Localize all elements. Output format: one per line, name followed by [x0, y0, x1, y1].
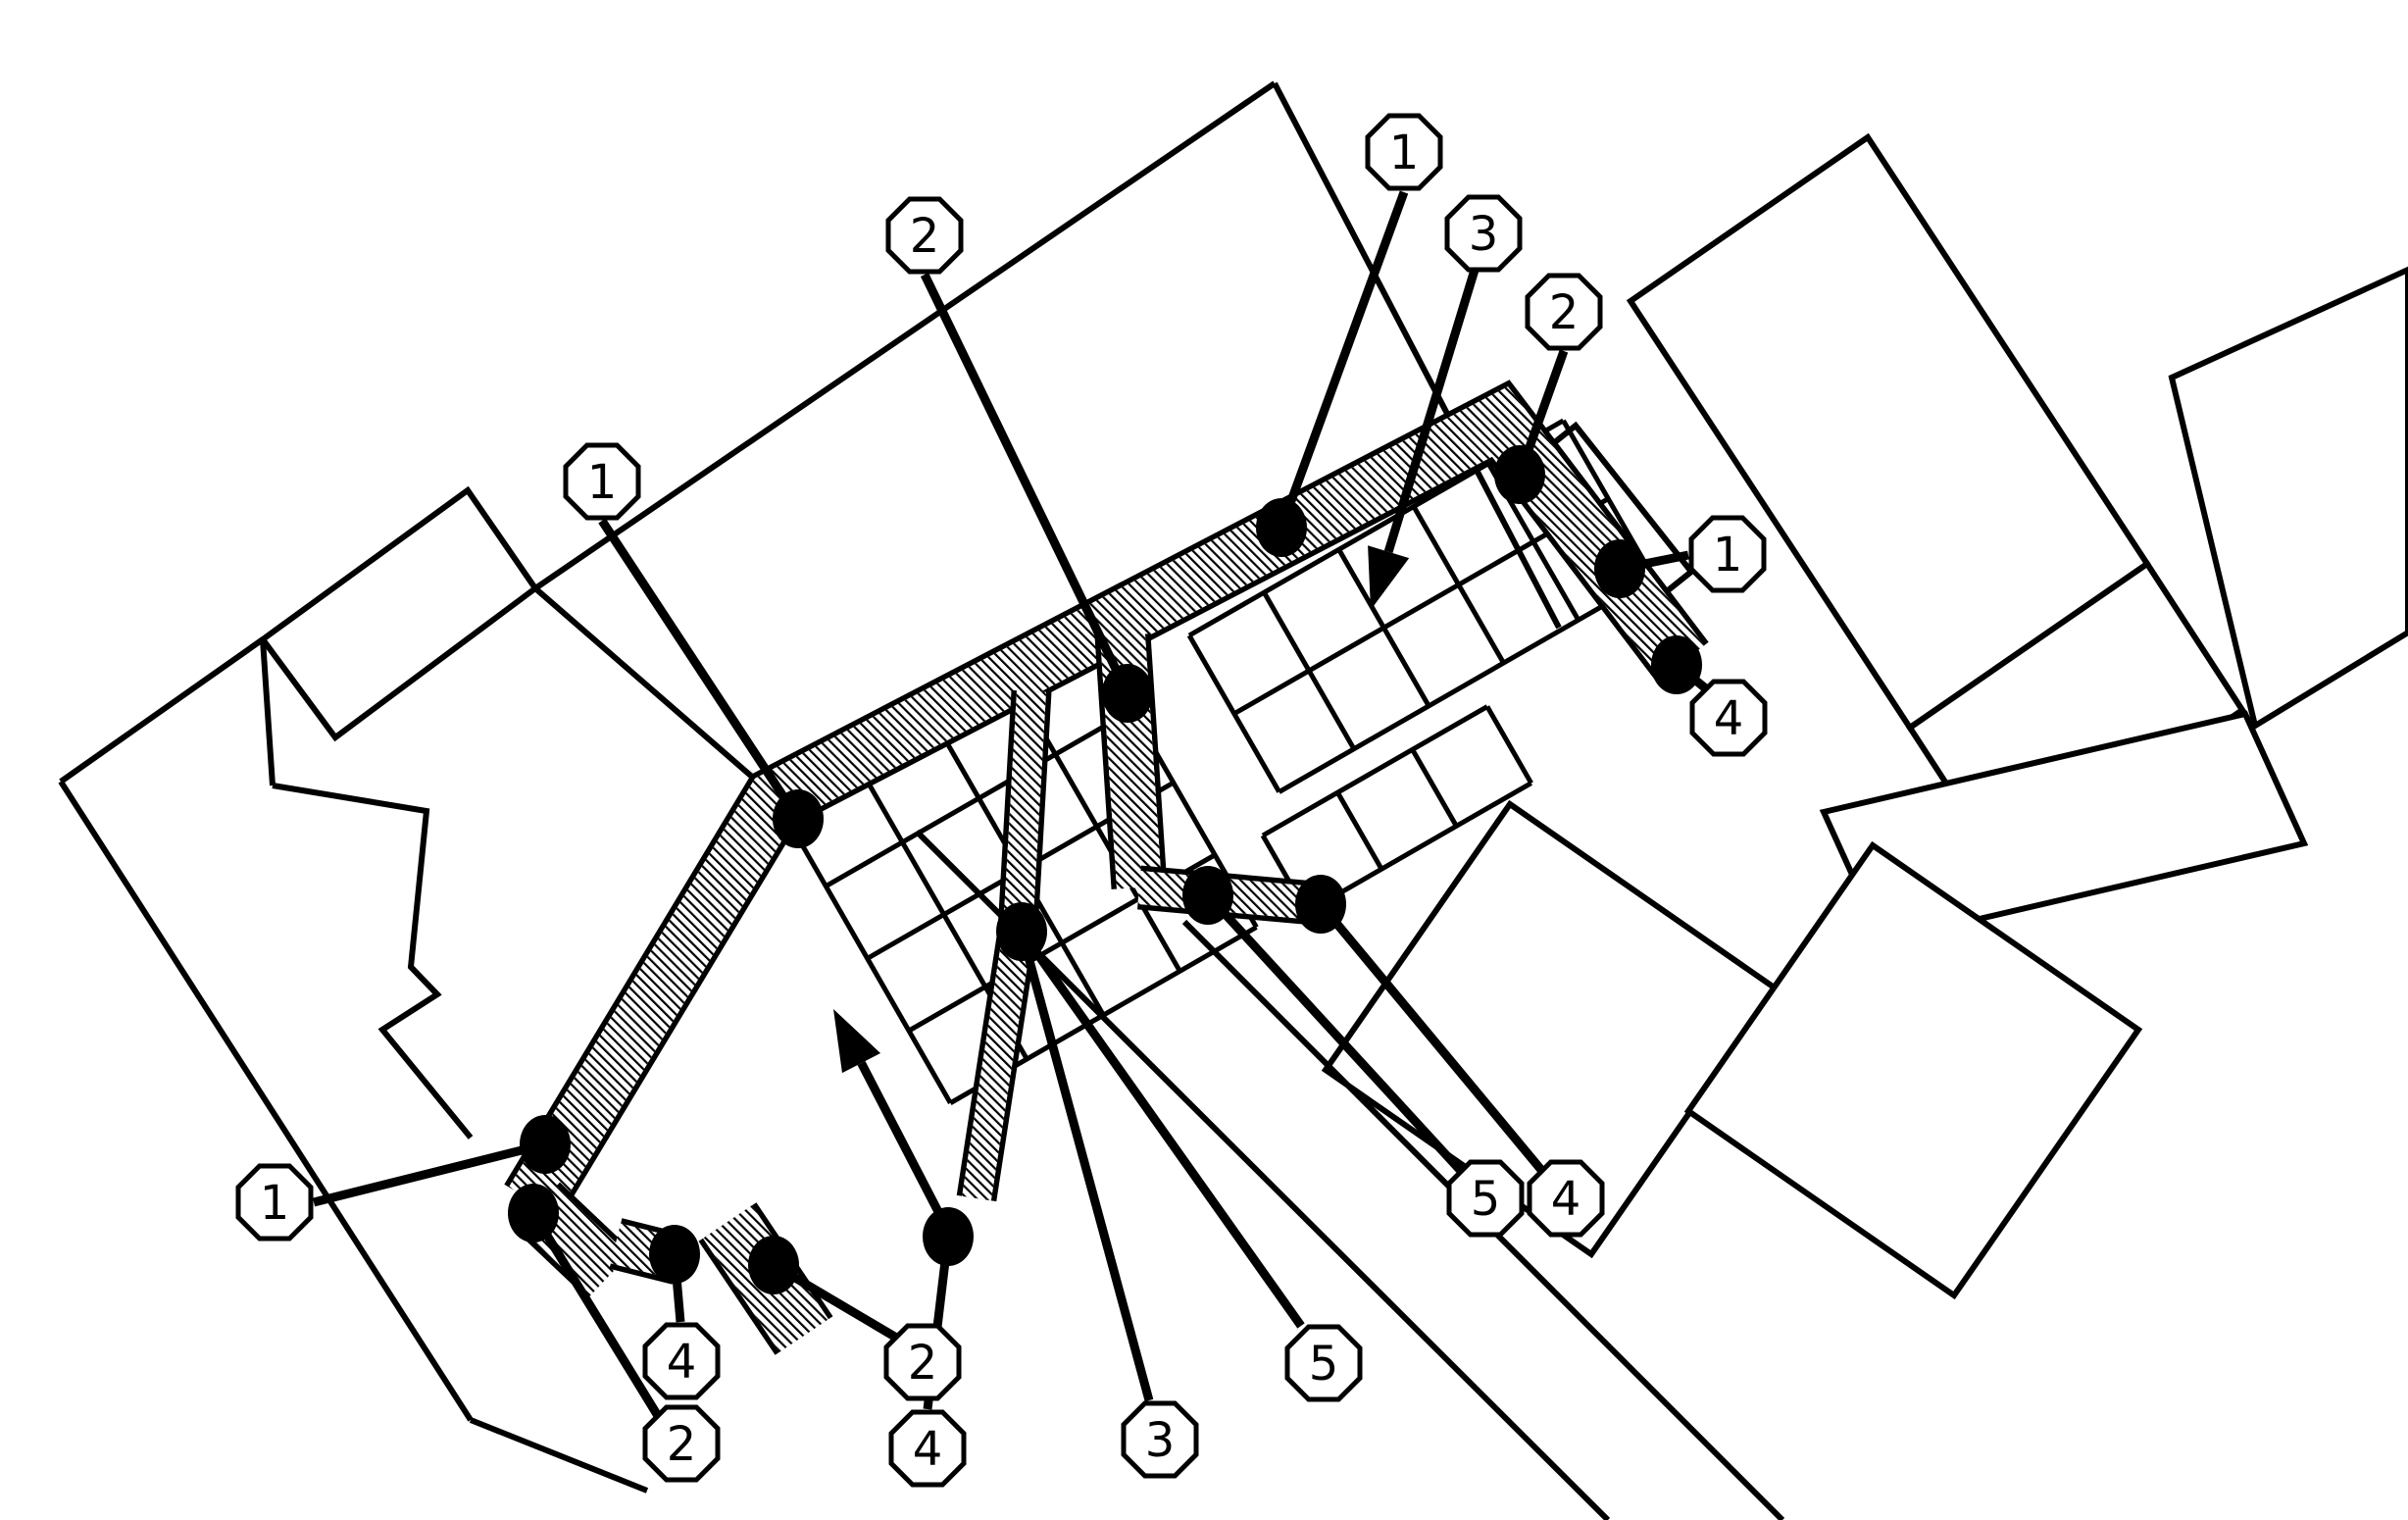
- parcel-boundary-line: [59, 636, 265, 785]
- parcel-boundary-line: [469, 1417, 649, 1494]
- octagon-shape: [563, 442, 641, 521]
- parking-row-line: [1305, 781, 1532, 915]
- octagon-label: 3: [1469, 207, 1499, 262]
- callout-octagon: 5: [1446, 1159, 1525, 1238]
- building-outlines-layer: [58, 80, 2408, 1520]
- octagon-shape: [642, 1322, 721, 1400]
- marker-dot: [508, 1184, 559, 1242]
- octagon-label: 3: [1145, 1413, 1176, 1468]
- octagon-label: 2: [908, 1336, 938, 1391]
- marker-dot: [520, 1115, 571, 1174]
- octagon-shape: [1446, 1159, 1525, 1238]
- octagon-label: 1: [1389, 126, 1420, 180]
- octagon-label: 1: [260, 1176, 290, 1231]
- marker-dot: [1182, 866, 1233, 925]
- callout-octagon: 4: [1689, 679, 1768, 757]
- callout-leader-line: [1277, 190, 1409, 530]
- direction-arrow-head: [833, 1009, 881, 1074]
- callout-octagon: 1: [563, 442, 641, 521]
- arrows-layer: [833, 265, 1480, 1234]
- parking-row-line: [1278, 575, 1655, 794]
- callout-octagon: 1: [1688, 515, 1767, 593]
- parking-row-line: [1261, 704, 1489, 838]
- octagon-shape: [235, 1163, 314, 1241]
- octagon-label: 2: [1549, 285, 1580, 340]
- callout-octagon: 1: [235, 1163, 314, 1241]
- marker-dot: [1295, 875, 1346, 934]
- callout-leader-line: [598, 518, 802, 822]
- octagon-shape: [885, 196, 964, 275]
- callout-octagon: 4: [888, 1409, 967, 1488]
- parking-stall-divider: [1484, 705, 1533, 785]
- route-strip-hatch: [509, 386, 1705, 1216]
- octagon-label: 1: [1713, 528, 1743, 583]
- direction-arrow-shaft: [1383, 265, 1480, 554]
- marker-dot: [1256, 498, 1307, 557]
- marker-dot: [748, 1236, 799, 1294]
- building-polygon: [1683, 840, 2143, 1300]
- callout-octagon: 2: [642, 1404, 721, 1483]
- callout-octagon: 2: [1525, 273, 1603, 351]
- octagon-label: 2: [910, 209, 940, 264]
- callout-octagon: 3: [1121, 1400, 1199, 1479]
- callout-leader-line: [920, 273, 1132, 695]
- marker-dot: [1494, 445, 1545, 504]
- octagon-shape: [1365, 113, 1443, 191]
- marker-dot: [996, 902, 1047, 961]
- callout-leader-line: [529, 1210, 667, 1427]
- callout-octagon: 5: [1284, 1324, 1363, 1402]
- octagon-label: 4: [1551, 1172, 1581, 1227]
- octagon-label: 1: [587, 455, 618, 510]
- callout-leader-line: [1017, 930, 1154, 1402]
- octagon-shape: [642, 1404, 721, 1483]
- marker-dot: [1102, 664, 1153, 723]
- octagon-label: 2: [667, 1417, 697, 1472]
- octagon-label: 4: [913, 1422, 943, 1477]
- octagon-shape: [1527, 1159, 1605, 1238]
- parking-stall-divider: [1335, 790, 1384, 871]
- parcel-boundary-line: [58, 780, 474, 1422]
- octagon-shape: [1688, 515, 1767, 593]
- direction-arrow-head: [1368, 545, 1410, 610]
- callout-octagon: 4: [1527, 1159, 1605, 1238]
- marker-dot: [923, 1207, 974, 1266]
- callout-leader-line: [312, 1140, 547, 1207]
- callout-leader-line: [1204, 891, 1464, 1174]
- octagon-label: 4: [667, 1335, 697, 1390]
- marker-dot: [773, 789, 824, 848]
- callout-octagon: 4: [642, 1322, 721, 1400]
- octagon-label: 5: [1309, 1337, 1339, 1392]
- parking-row-line: [825, 708, 1133, 888]
- octagon-shape: [1121, 1400, 1199, 1479]
- marker-dot: [649, 1225, 700, 1284]
- octagon-label: 4: [1714, 691, 1744, 746]
- callout-leader-line: [1018, 929, 1305, 1329]
- callout-octagon: 2: [883, 1323, 962, 1401]
- parcel-boundary-line: [1272, 81, 1562, 630]
- direction-arrow-shaft: [857, 1060, 952, 1234]
- building-polygon: [2168, 266, 2408, 731]
- octagon-label: 5: [1471, 1172, 1501, 1227]
- octagon-shape: [888, 1409, 967, 1488]
- marker-dot: [1651, 635, 1702, 694]
- octagon-shape: [883, 1323, 962, 1401]
- parcel-boundary-line: [533, 80, 1277, 591]
- parking-stall-divider: [1410, 748, 1459, 828]
- marker-dot: [1594, 539, 1645, 598]
- callout-octagon: 2: [885, 196, 964, 275]
- parcel-boundary-line: [533, 585, 777, 799]
- parcel-boundary-line: [260, 638, 276, 786]
- callout-octagon: 3: [1444, 194, 1523, 273]
- octagon-shape: [1284, 1324, 1363, 1402]
- octagon-shape: [1689, 679, 1768, 757]
- octagon-shape: [1525, 273, 1603, 351]
- building-polyline: [272, 783, 474, 1140]
- octagon-shape: [1444, 194, 1523, 273]
- marker-dots-layer: [508, 445, 1702, 1294]
- parking-stall-divider: [1186, 633, 1281, 793]
- callout-leader-line: [1317, 901, 1545, 1173]
- callout-octagon: 1: [1365, 113, 1443, 191]
